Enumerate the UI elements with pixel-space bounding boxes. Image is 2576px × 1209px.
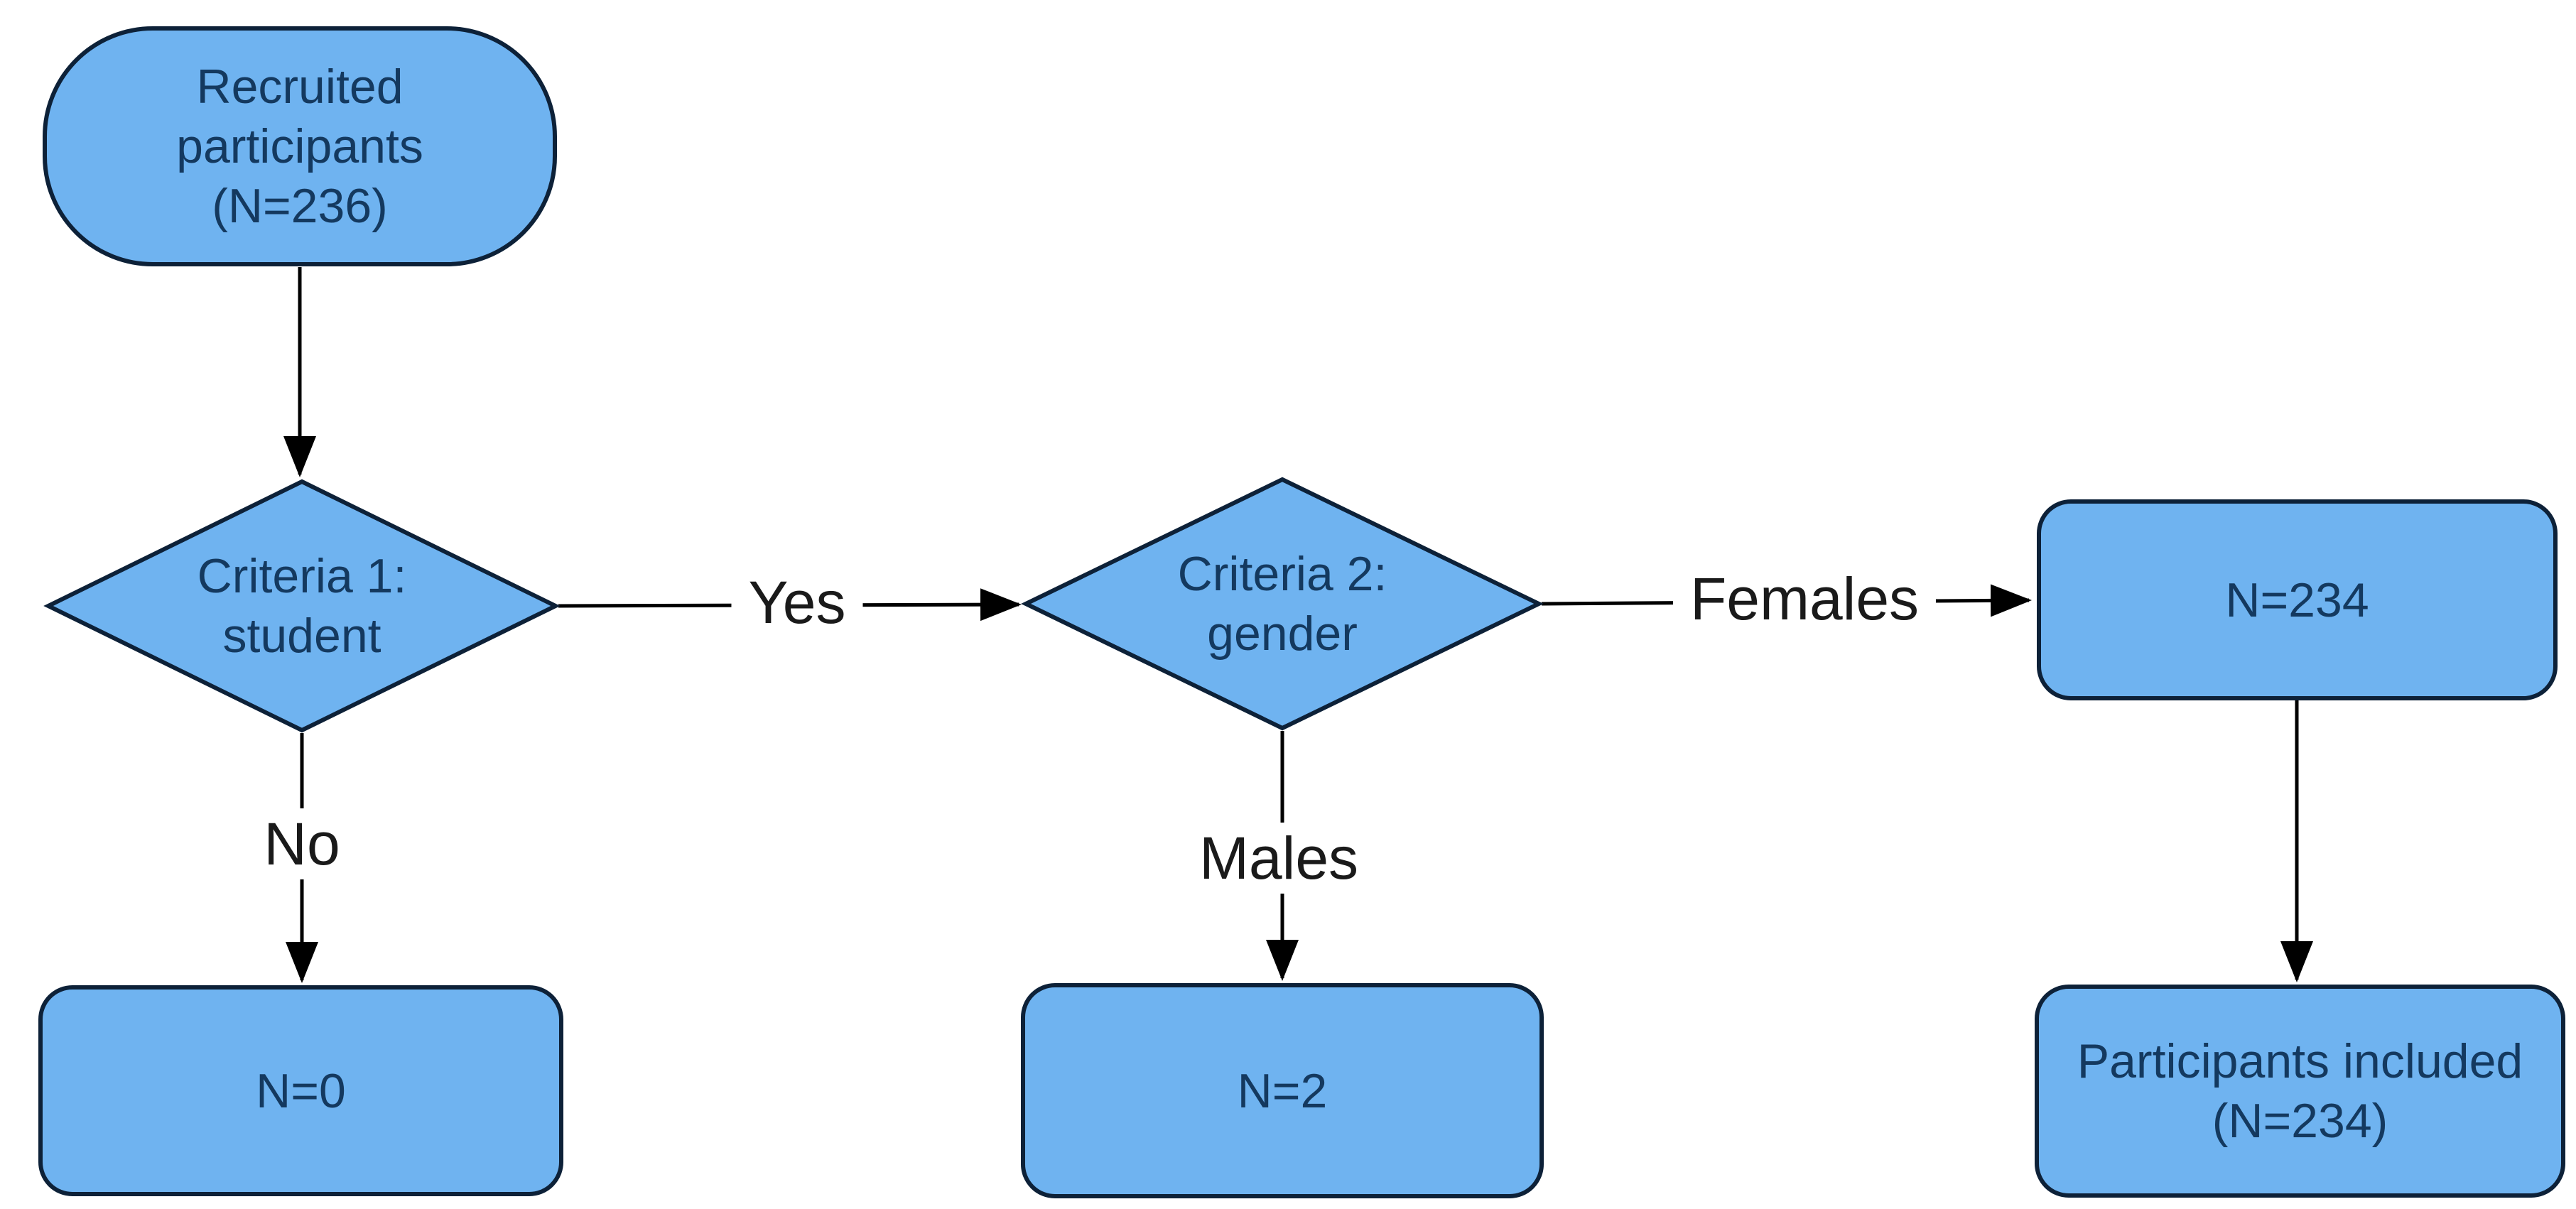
edge-label-yes: Yes bbox=[731, 567, 863, 638]
criteria1-decision-diamond bbox=[43, 479, 561, 733]
recruited-terminator-shape bbox=[43, 26, 557, 266]
edge-label-females: Females bbox=[1672, 563, 1937, 634]
n234-process-box bbox=[2037, 499, 2558, 700]
n0-process-box bbox=[38, 985, 563, 1196]
criteria2-decision-diamond bbox=[1021, 477, 1544, 731]
n2-process-box bbox=[1021, 983, 1544, 1198]
edge-label-males: Males bbox=[1181, 823, 1376, 894]
edge-label-no: No bbox=[247, 808, 357, 879]
included-process-box bbox=[2035, 985, 2565, 1198]
